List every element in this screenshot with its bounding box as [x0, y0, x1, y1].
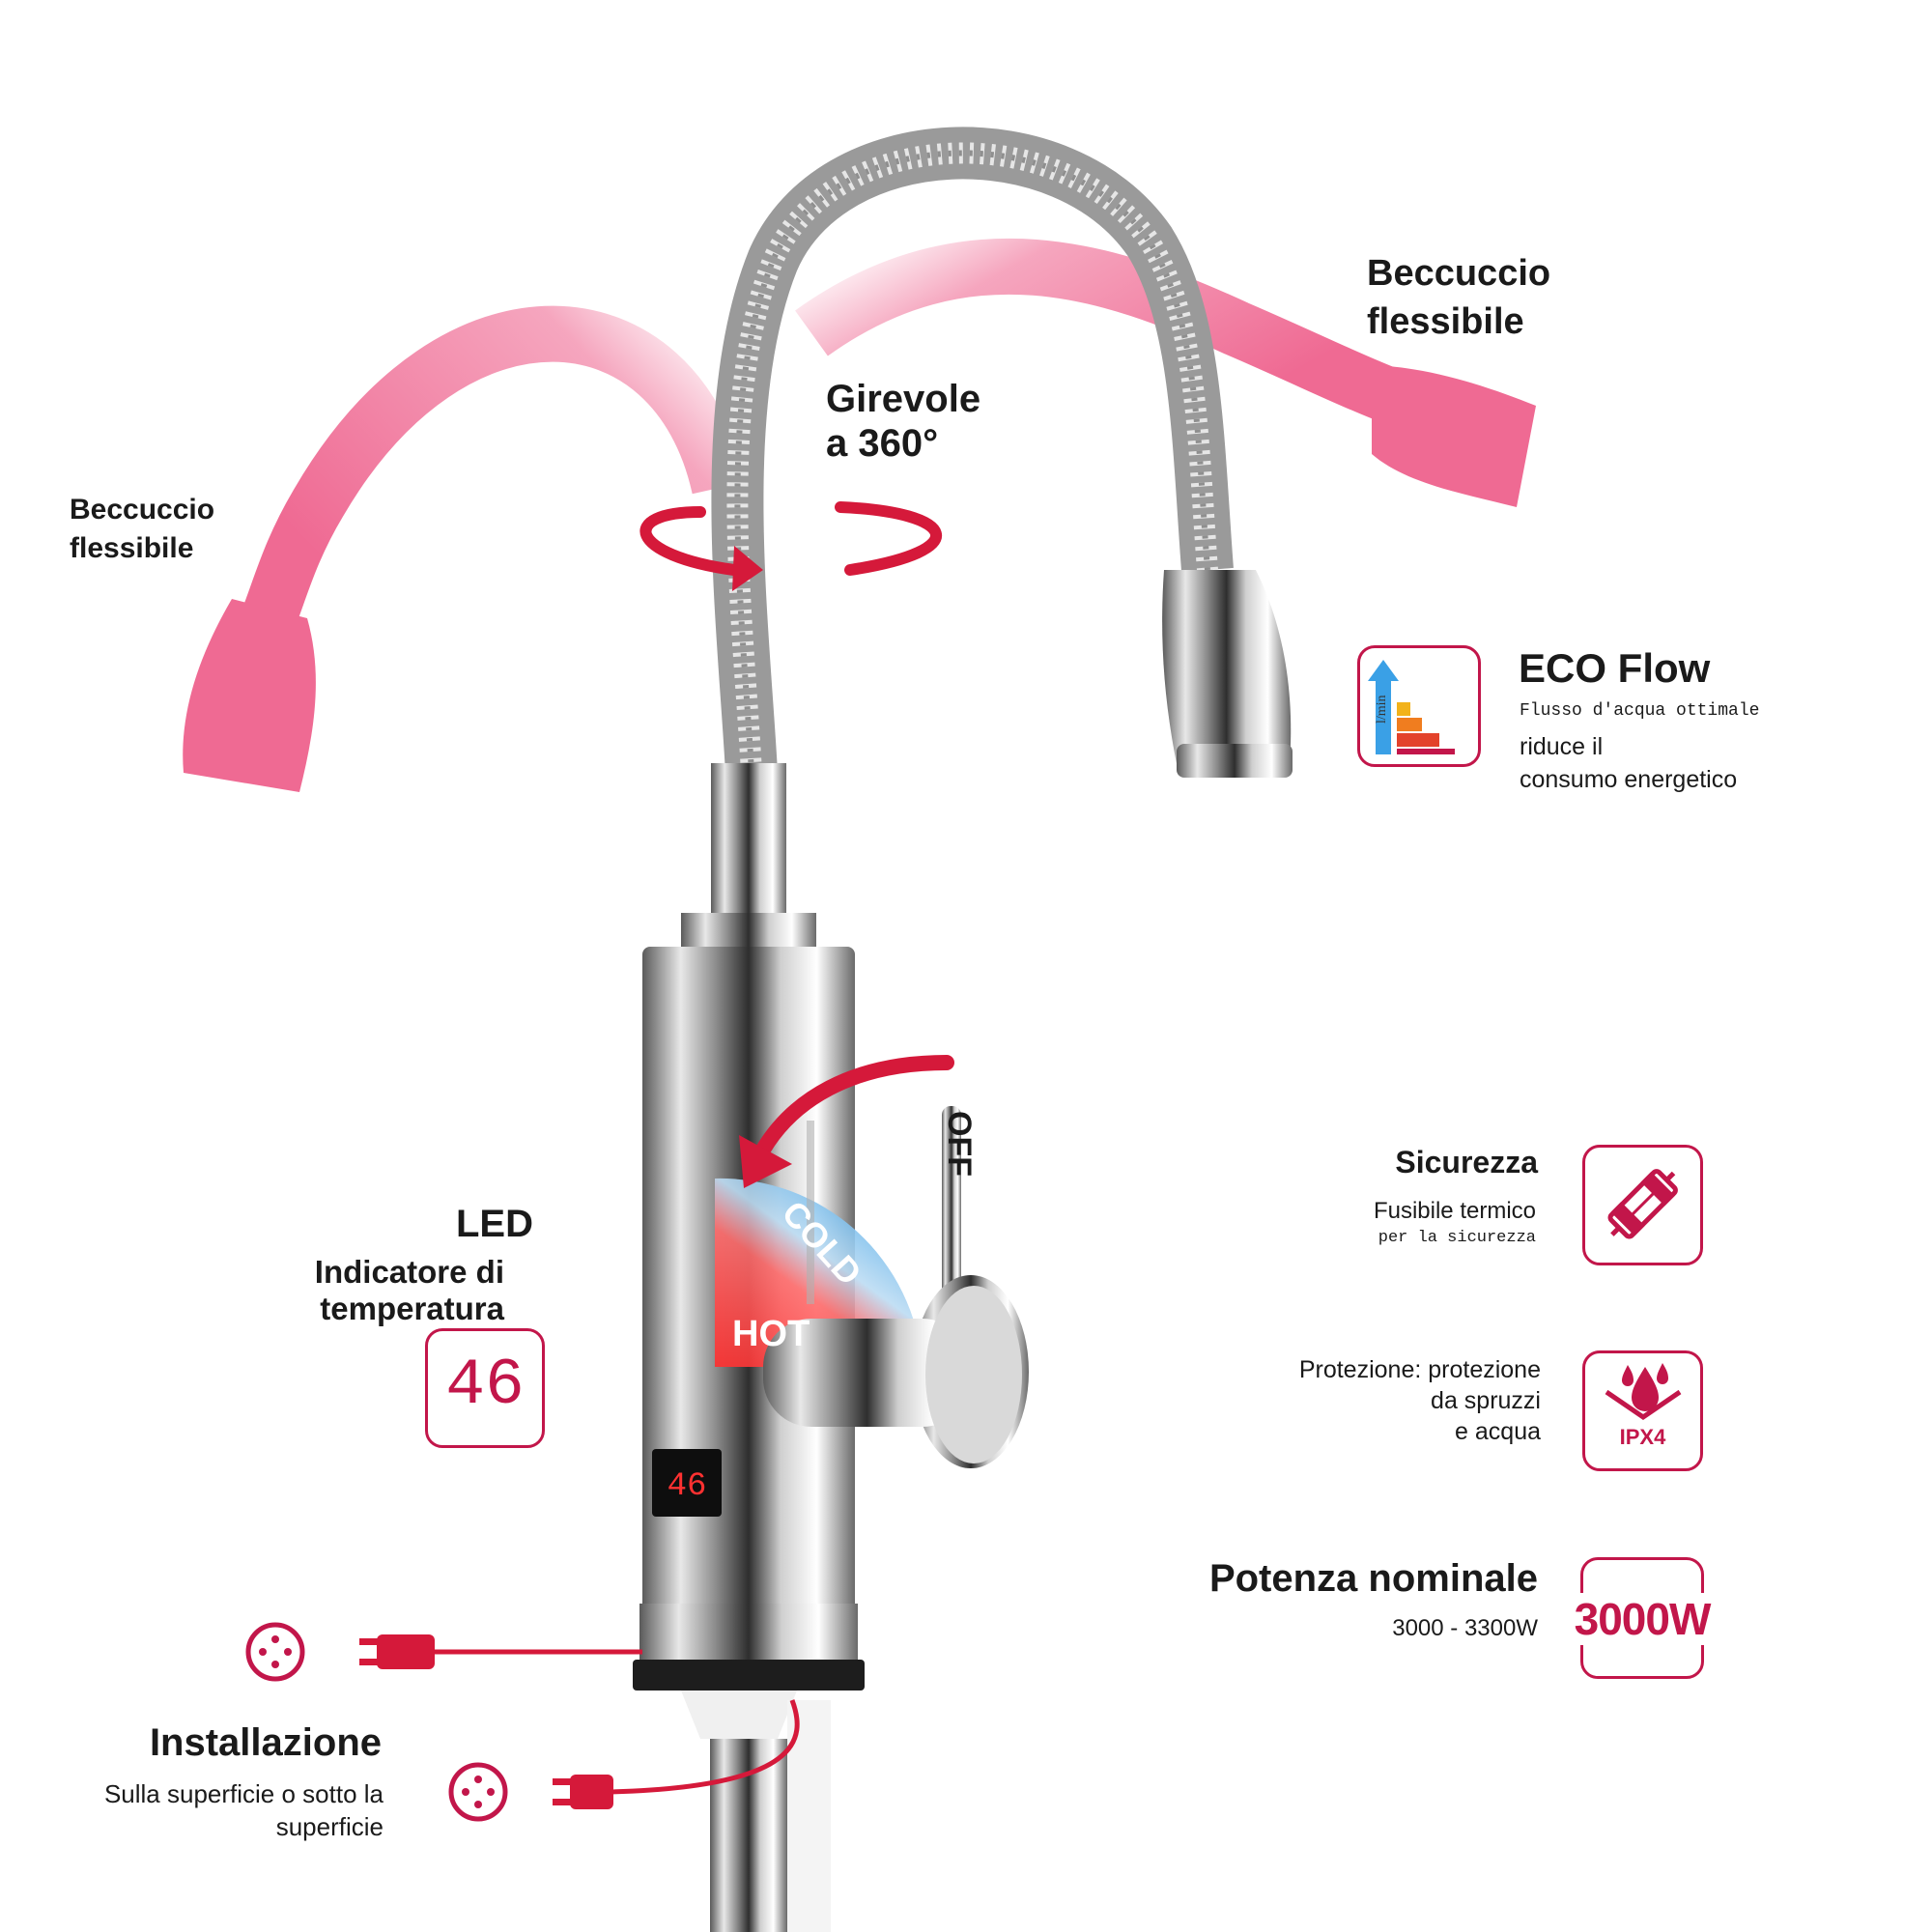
spout-label-right: Beccuccio flessibile	[1367, 253, 1551, 342]
ghost-spout-left-head	[183, 599, 316, 792]
eco-description: riduce il consumo energetico	[1520, 733, 1738, 793]
swivel-label: Girevole a 360°	[826, 378, 981, 465]
safety-title: Sicurezza	[1395, 1145, 1538, 1179]
led-icon: 46	[425, 1328, 545, 1448]
body-led-display	[652, 1449, 722, 1517]
fuse-icon	[1582, 1145, 1703, 1265]
body-led-digits: 46	[668, 1468, 707, 1505]
hot-label: HOT	[732, 1314, 810, 1354]
eco-subtitle: Flusso d'acqua ottimale	[1520, 701, 1760, 721]
plug-icon-top	[245, 1622, 435, 1682]
faucet-neck	[711, 763, 786, 918]
ghost-spout-right-head	[1372, 365, 1536, 507]
power-range: 3000 - 3300W	[1392, 1615, 1538, 1641]
protection-description: Protezione: protezione da spruzzi e acqu…	[1298, 1356, 1541, 1445]
swivel-arrow-right	[835, 501, 942, 576]
svg-text:l/min: l/min	[1375, 695, 1389, 724]
led-title: LED	[456, 1203, 533, 1245]
power-icon: 3000W	[1562, 1557, 1722, 1679]
ghost-spout-left	[242, 305, 748, 629]
swivel-arrow-left	[639, 506, 740, 576]
safety-description: Fusibile termico	[1373, 1198, 1536, 1224]
safety-subtext: per la sicurezza	[1378, 1229, 1536, 1247]
install-title: Installazione	[149, 1721, 382, 1764]
eco-flow-icon: l/min	[1357, 645, 1481, 767]
power-title: Potenza nominale	[1208, 1557, 1538, 1600]
ipx4-icon: IPX4	[1582, 1350, 1703, 1471]
spout-label-left: Beccuccio flessibile	[70, 494, 215, 564]
off-label: OFF	[941, 1111, 978, 1177]
lever-arrow	[755, 1055, 954, 1157]
install-description: Sulla superficie o sotto la superficie	[103, 1779, 384, 1841]
eco-title: ECO Flow	[1519, 645, 1711, 691]
led-subtitle: Indicatore di temperatura	[314, 1254, 504, 1326]
aerator-head	[1162, 570, 1292, 773]
plug-icon-bottom	[448, 1762, 613, 1822]
